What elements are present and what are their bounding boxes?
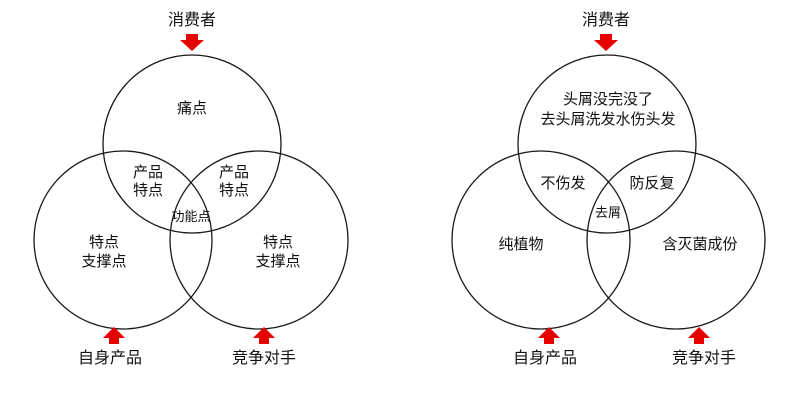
right-overlap-top-left-label: 不伤发 — [540, 174, 585, 192]
left-venn: 消费者 痛点 产品 特点 产品 特点 功能点 特点 支撑点 特点 支撑点 自身产… — [33, 10, 349, 367]
left-left-circle-line2: 支撑点 — [81, 252, 126, 270]
left-left-circle-line1: 特点 — [89, 233, 119, 251]
left-center-label: 功能点 — [171, 210, 210, 225]
right-overlap-top-right-label: 防反复 — [629, 174, 674, 192]
right-bottom-left-arrow — [538, 327, 560, 344]
right-left-circle — [451, 150, 631, 330]
left-right-circle-line2: 支撑点 — [255, 252, 300, 270]
left-overlap-top-right-line2: 特点 — [219, 181, 249, 199]
left-top-circle-label: 痛点 — [177, 99, 207, 117]
right-bottom-right-source-label: 竞争对手 — [672, 348, 736, 367]
right-top-source-label: 消费者 — [582, 10, 630, 29]
right-venn: 消费者 头屑没完没了 去头屑洗发水伤头发 不伤发 防反复 去屑 纯植物 含灭菌成… — [451, 10, 766, 367]
right-center-label: 去屑 — [595, 206, 621, 221]
right-right-circle-label: 含灭菌成份 — [662, 235, 737, 253]
right-top-circle-line2: 去头屑洗发水伤头发 — [540, 110, 675, 128]
left-top-arrow — [180, 34, 204, 51]
left-overlap-top-left-line1: 产品 — [133, 163, 163, 181]
right-bottom-left-source-label: 自身产品 — [513, 348, 577, 367]
right-bottom-right-arrow — [688, 327, 710, 344]
left-right-circle — [169, 150, 349, 330]
left-overlap-top-right-line1: 产品 — [219, 163, 249, 181]
left-right-circle-line1: 特点 — [263, 233, 293, 251]
right-right-circle — [586, 150, 766, 330]
right-top-circle — [517, 54, 697, 234]
right-top-circle-line1: 头屑没完没了 — [563, 90, 653, 108]
left-bottom-left-source-label: 自身产品 — [78, 348, 142, 367]
left-top-circle — [102, 54, 282, 234]
left-left-circle — [33, 150, 213, 330]
left-bottom-right-source-label: 竞争对手 — [232, 348, 296, 367]
left-bottom-right-arrow — [253, 327, 275, 344]
left-overlap-top-left-line2: 特点 — [133, 181, 163, 199]
right-top-arrow — [594, 34, 618, 51]
right-left-circle-label: 纯植物 — [498, 235, 543, 253]
left-top-source-label: 消费者 — [168, 10, 216, 29]
left-bottom-left-arrow — [103, 327, 125, 344]
